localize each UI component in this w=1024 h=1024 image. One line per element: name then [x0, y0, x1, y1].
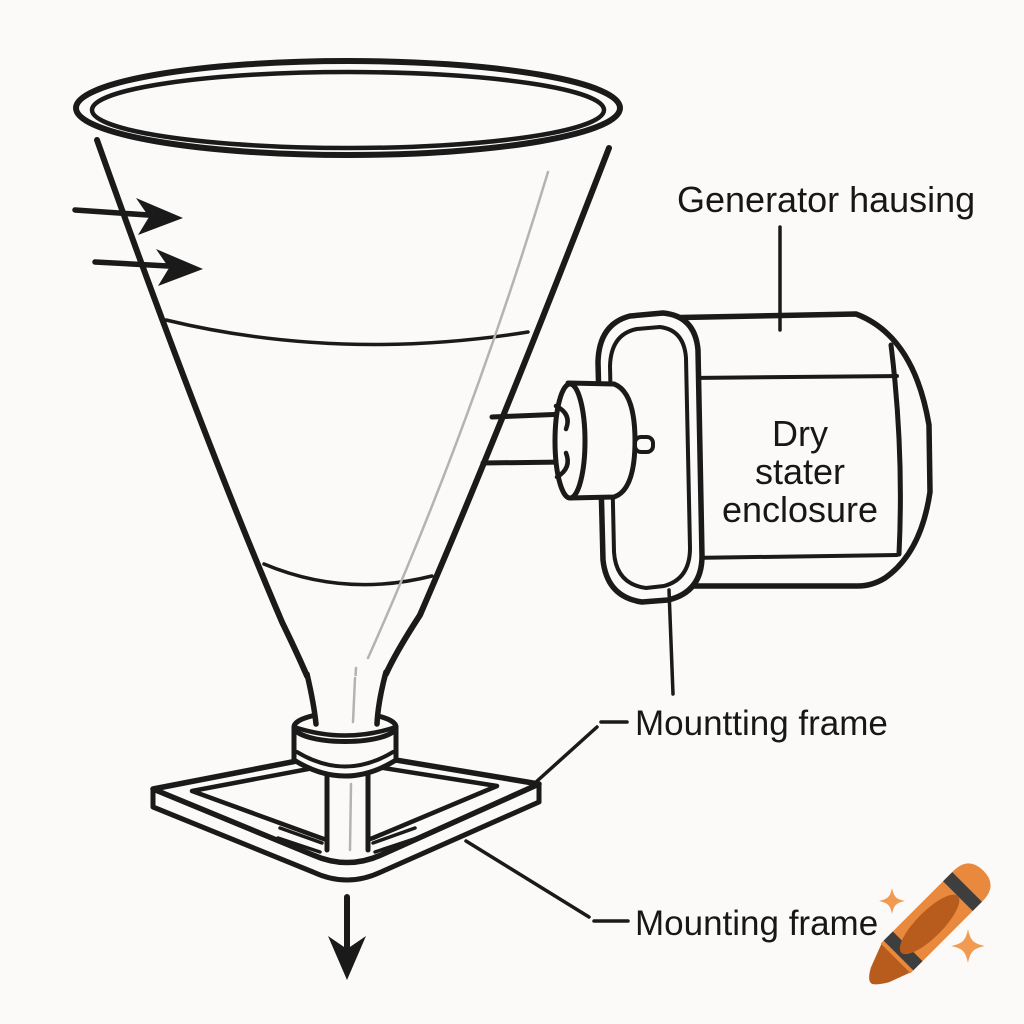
shaft-bottom-edge: [480, 459, 569, 466]
inflow-arrow-2-shaft: [92, 259, 171, 269]
label-dry-stator-line2: stater: [755, 451, 845, 492]
generator-body: [653, 311, 933, 589]
leader-mounting-upper-diagonal: [534, 725, 599, 784]
funnel-rim-outer: [73, 58, 623, 158]
inflow-arrow-2-head: [156, 249, 203, 286]
coupling-bore-bottom: [554, 450, 570, 480]
generator-front-plate-inner: [608, 325, 692, 590]
coupling-face: [552, 381, 588, 501]
water-line-upper: [164, 318, 530, 347]
inflow-arrow-1-shaft: [72, 207, 151, 218]
spout-right-wall: [374, 669, 389, 727]
funnel-cone: [73, 58, 623, 724]
leader-lines: [464, 225, 782, 923]
generator-bottom-seam: [686, 553, 899, 560]
label-dry-stator-line1: Dry: [772, 413, 828, 454]
crayon-logo-icon: [869, 863, 991, 985]
label-mounting-frame-lower: Mounting frame: [635, 904, 878, 943]
funnel-rim-inner: [89, 69, 607, 151]
crayon-label-ellipse: [899, 894, 960, 955]
outlet-tube: [324, 768, 371, 853]
spout-collar: [291, 669, 399, 779]
crayon-tip: [869, 942, 912, 985]
leader-mounting-lower-diagonal: [464, 839, 591, 919]
inflow-arrows: [72, 198, 203, 286]
spout-reflection: [351, 676, 357, 724]
frame-inner-edges: [276, 826, 419, 854]
collar-lower-rim: [295, 750, 395, 769]
generator-end-edge: [888, 342, 903, 557]
label-generator-housing: Generator hausing: [677, 179, 975, 220]
spout-mask: [310, 676, 383, 726]
shaft-top-edge: [489, 411, 569, 420]
generator-housing: [595, 310, 933, 605]
crayon-stripe-right: [943, 872, 982, 911]
outlet-tube-fill: [326, 768, 369, 852]
funnel-left-wall: [94, 137, 310, 679]
reflection-line: [366, 170, 550, 660]
generator-top-seam: [688, 374, 899, 380]
generator-front-plate: [595, 310, 705, 605]
collar-front-rim: [291, 724, 399, 738]
turbine-shaft: [480, 411, 569, 466]
coupling-bore-top: [553, 403, 570, 432]
outlet-tube-reflection: [348, 782, 353, 852]
inflow-arrow-1-head: [136, 198, 183, 235]
outflow-arrow: [328, 894, 366, 980]
shaft-pin: [633, 435, 655, 454]
shaft-coupling: [552, 380, 655, 501]
label-mounting-frame-upper: Mountting frame: [635, 704, 888, 743]
funnel-body-fill: [96, 100, 610, 698]
water-line-lower: [262, 562, 434, 587]
leader-mounting-upper-vertical: [667, 588, 675, 696]
outflow-arrow-head: [328, 936, 366, 980]
sparkle-icon-large: [951, 929, 985, 963]
sparkle-icon-small: [879, 888, 905, 914]
label-dry-stator-line3: enclosure: [722, 489, 878, 530]
spout-left-wall: [304, 671, 319, 727]
funnel-right-wall: [383, 145, 612, 677]
